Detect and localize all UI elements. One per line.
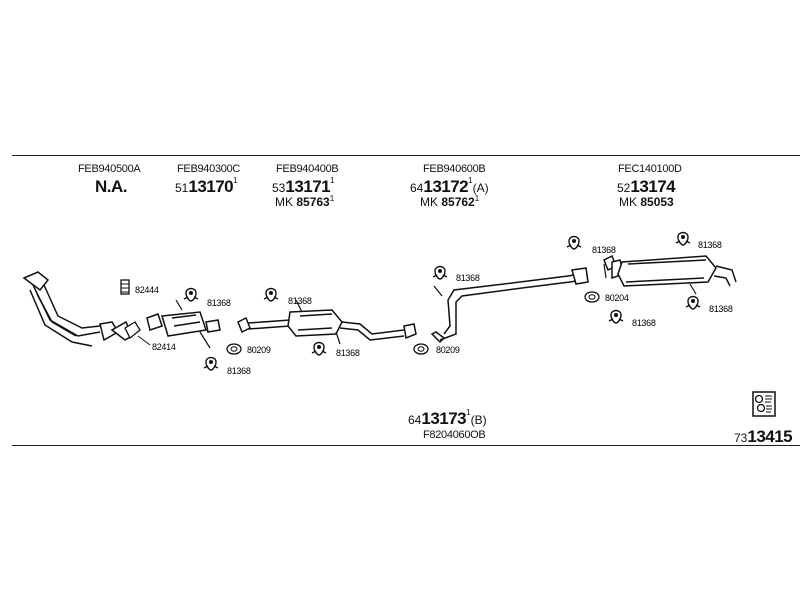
label-81368-a: 81368 — [207, 298, 231, 308]
label-81368-h: 81368 — [632, 318, 656, 328]
column-4-sup: 1 — [468, 176, 473, 185]
column-5-mk-number: 85053 — [640, 195, 674, 209]
column-3-mk-label: MK — [275, 195, 293, 209]
bottom-part-sup: 1 — [466, 408, 471, 417]
column-1-code: FEB940500A — [78, 163, 141, 175]
intermediate-pipe — [430, 267, 589, 344]
column-4-mk-sup: 1 — [474, 194, 480, 203]
column-3-part-number: 53131711 — [272, 176, 335, 196]
column-3-prefix: 53 — [272, 181, 286, 195]
bottom-part-prefix: 64 — [408, 413, 422, 427]
label-81368-e: 81368 — [456, 273, 480, 283]
label-80209-a: 80209 — [247, 345, 271, 355]
clamp-icon — [608, 309, 624, 324]
clamp-icon — [263, 287, 279, 302]
column-3-mk: MK 857631 — [275, 194, 335, 209]
column-5-part-number: 5213174 — [617, 177, 676, 196]
label-80209-b: 80209 — [436, 345, 460, 355]
bottom-divider — [12, 445, 800, 446]
clamp-icon — [183, 287, 199, 302]
label-82444: 82444 — [135, 285, 159, 295]
label-81368-d: 81368 — [336, 348, 360, 358]
hanger-icon — [120, 279, 130, 295]
column-5-prefix: 52 — [617, 181, 631, 195]
label-81368-c: 81368 — [288, 296, 312, 306]
column-2-prefix: 51 — [175, 181, 189, 195]
column-5-mk: MK 85053 — [619, 196, 674, 208]
rear-muffler — [603, 254, 737, 287]
top-divider — [12, 155, 800, 156]
column-2-part-number: 51131701 — [175, 176, 238, 196]
front-muffler — [237, 309, 417, 341]
label-81368-b: 81368 — [227, 366, 251, 376]
column-2-number: 13170 — [188, 177, 234, 196]
column-3-mk-sup: 1 — [329, 194, 335, 203]
column-3-sup: 1 — [330, 176, 335, 185]
column-3-code: FEB940400B — [276, 163, 339, 175]
gasket-icon — [226, 343, 242, 355]
catalyst — [146, 311, 221, 337]
kit-prefix: 73 — [734, 431, 748, 445]
column-4-prefix: 64 — [410, 181, 424, 195]
gasket-icon — [413, 343, 429, 355]
bottom-part-number: 64131731(B) — [408, 408, 487, 428]
column-3-number: 13171 — [285, 177, 331, 196]
front-pipe — [22, 271, 133, 347]
document-icon — [752, 391, 776, 417]
clamp-icon — [203, 356, 219, 371]
label-81368-i: 81368 — [709, 304, 733, 314]
column-4-part-number: 64131721(A) — [410, 176, 489, 196]
clamp-icon — [124, 321, 141, 340]
bottom-part-code: F8204060OB — [423, 429, 486, 441]
label-80204: 80204 — [605, 293, 629, 303]
bottom-part-main-number: 13173 — [421, 409, 467, 428]
clamp-icon — [675, 231, 691, 246]
column-5-number: 13174 — [630, 177, 676, 196]
label-81368-g: 81368 — [698, 240, 722, 250]
kit-number: 7313415 — [734, 427, 793, 446]
column-4-mk: MK 857621 — [420, 194, 480, 209]
column-2-code: FEB940300C — [177, 163, 241, 175]
label-81368-f: 81368 — [592, 245, 616, 255]
bottom-part-suffix: (B) — [470, 413, 487, 427]
gasket-icon — [584, 291, 600, 303]
column-2-sup: 1 — [233, 176, 238, 185]
column-5-code: FEC140100D — [618, 163, 682, 175]
column-4-mk-number: 85762 — [441, 195, 475, 209]
column-4-suffix: (A) — [472, 181, 489, 195]
column-4-code: FEB940600B — [423, 163, 486, 175]
column-4-mk-label: MK — [420, 195, 438, 209]
column-1-main: N.A. — [95, 177, 128, 196]
clamp-icon — [566, 235, 582, 250]
clamp-icon — [685, 295, 701, 310]
clamp-icon — [432, 265, 448, 280]
column-5-mk-label: MK — [619, 195, 637, 209]
kit-main-number: 13415 — [747, 427, 793, 446]
column-3-mk-number: 85763 — [296, 195, 330, 209]
column-4-number: 13172 — [423, 177, 469, 196]
label-82414: 82414 — [152, 342, 176, 352]
clamp-icon — [311, 341, 327, 356]
